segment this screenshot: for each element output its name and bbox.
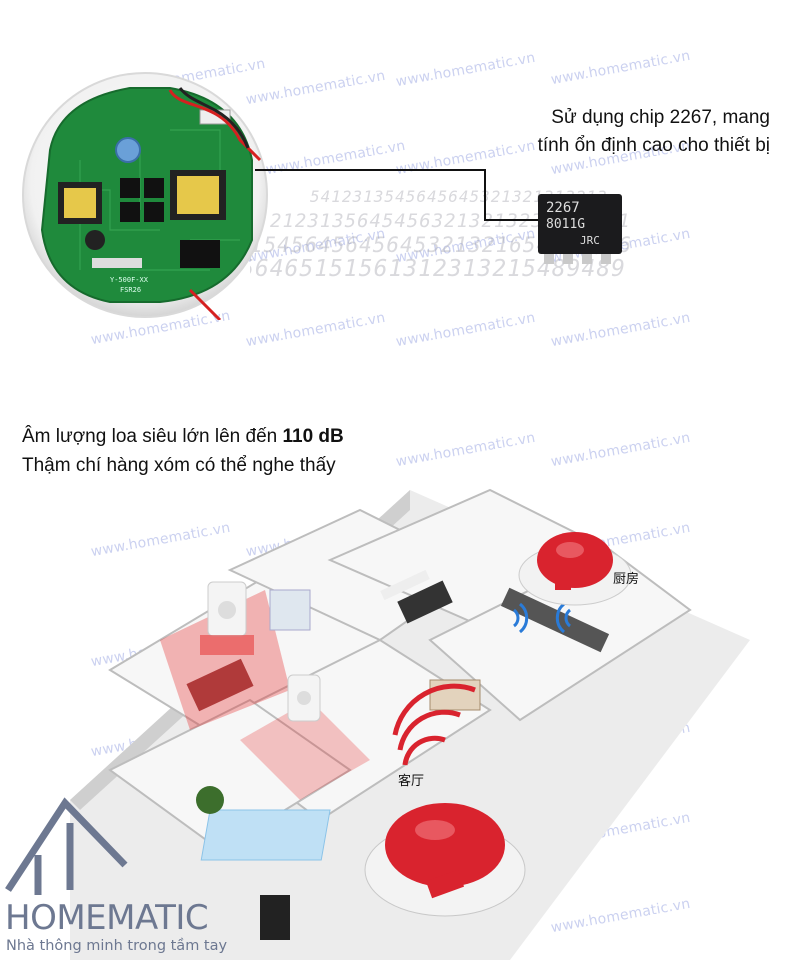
heading-line1-text: Âm lượng loa siêu lớn lên đến xyxy=(22,426,283,447)
chip-text: 8011G xyxy=(546,217,585,232)
number-row: 21231356454563213213231321321 xyxy=(270,210,631,232)
kitchen-label: 厨房 xyxy=(613,572,640,587)
house-illustration: 厨房 客厅 xyxy=(50,470,790,960)
chip-caption-line1: Sử dụng chip 2267, mang xyxy=(551,107,770,128)
heading-line2: Thậm chí hàng xóm có thể nghe thấy xyxy=(22,455,336,476)
chip-text: JRC xyxy=(580,234,600,247)
living-room-label: 客厅 xyxy=(398,774,425,789)
watermark: www.homematic.vn xyxy=(394,429,537,471)
number-row: 1545645645645321321654651516 xyxy=(250,233,633,257)
watermark: www.homematic.vn xyxy=(264,137,407,179)
logo-tagline: Nhà thông minh trong tầm tay xyxy=(6,938,228,954)
board-label: FSR26 xyxy=(120,286,141,294)
volume-heading: Âm lượng loa siêu lớn lên đến 110 dB Thậ… xyxy=(22,422,344,480)
chip-text: 2267 xyxy=(546,200,580,216)
heading-line1: Âm lượng loa siêu lớn lên đến 110 dB xyxy=(22,422,344,451)
chip-caption-line2: tính ổn định cao cho thiết bị xyxy=(537,135,770,156)
watermark: www.homematic.vn xyxy=(394,49,537,91)
watermark: www.homematic.vn xyxy=(549,429,692,471)
circuit-board-image: Y-500F-XX FSR26 xyxy=(20,70,270,322)
background-numbers: 5412313545645645321321313213 21231356454… xyxy=(250,185,790,325)
number-row: 56465151561312313215489489 xyxy=(250,256,627,282)
logo-wordmark: HOMEMATIC xyxy=(5,898,209,938)
watermark: www.homematic.vn xyxy=(549,47,692,89)
heading-line1-bold: 110 dB xyxy=(282,426,344,447)
chip-caption: Sử dụng chip 2267, mang tính ổn định cao… xyxy=(440,104,770,160)
board-label: Y-500F-XX xyxy=(110,276,149,284)
homematic-logo xyxy=(0,795,300,960)
chip-2267-image: 2267 8011G JRC xyxy=(534,190,626,268)
